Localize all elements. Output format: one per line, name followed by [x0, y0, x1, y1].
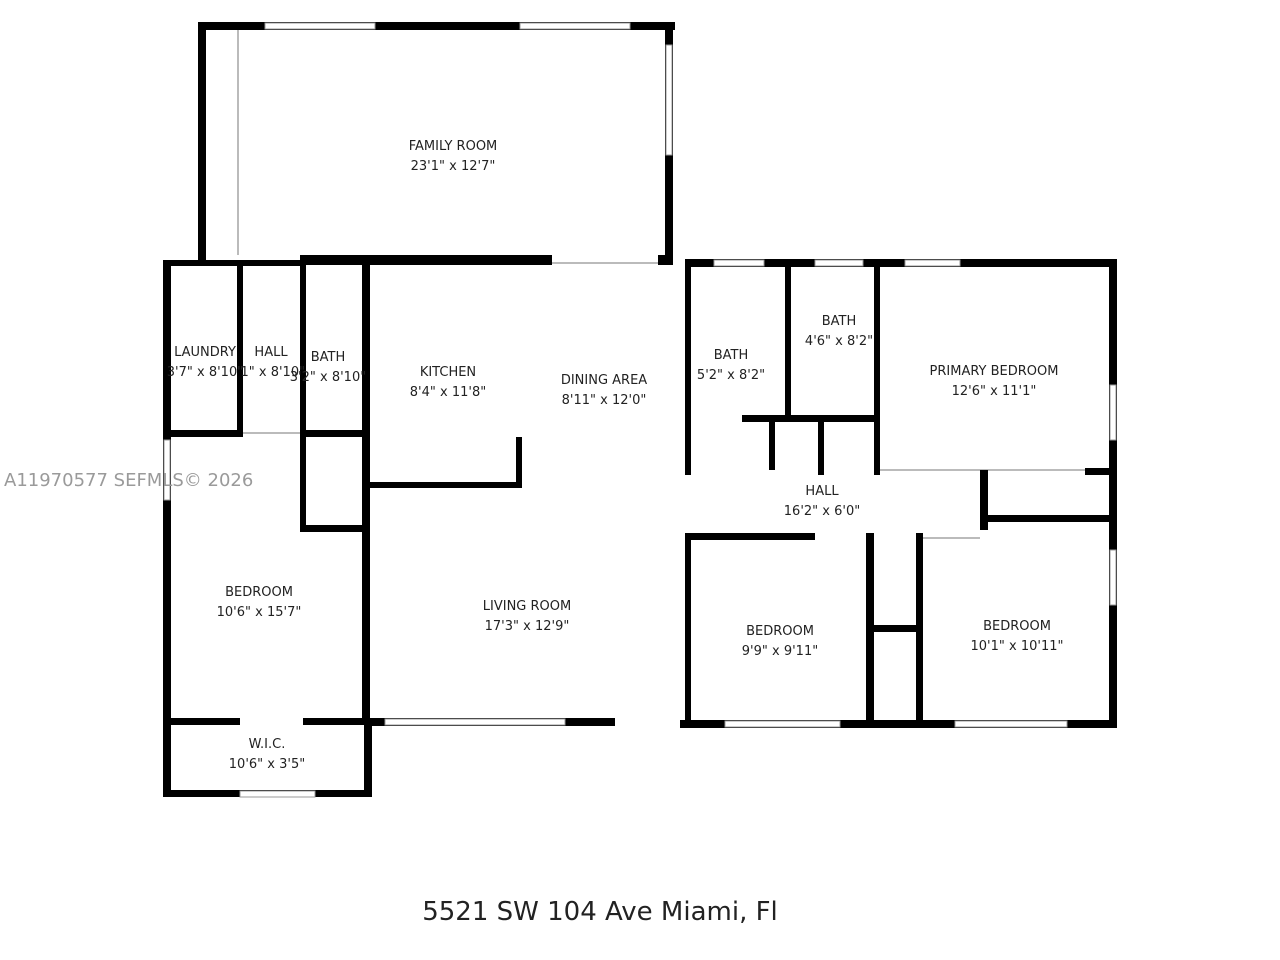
room-dims: 9'9" x 9'11": [742, 644, 818, 659]
room-name: BATH: [311, 350, 346, 365]
room-dims: 10'6" x 3'5": [229, 757, 305, 772]
room-name: W.I.C.: [249, 737, 286, 752]
room-name: FAMILY ROOM: [409, 139, 498, 154]
room-name: BEDROOM: [225, 585, 293, 600]
room-name: BATH: [714, 348, 749, 363]
room-dims: 17'3" x 12'9": [485, 619, 570, 634]
address: 5521 SW 104 Ave Miami, Fl: [422, 897, 778, 927]
room-dims: 23'1" x 12'7": [411, 159, 496, 174]
room-dims: 10'6" x 15'7": [217, 605, 302, 620]
room-name: DINING AREA: [561, 373, 647, 388]
room-dims: 12'6" x 11'1": [952, 384, 1037, 399]
room-dims: 8'4" x 11'8": [410, 385, 486, 400]
room-dims: 3'7" x 8'10": [167, 365, 243, 380]
watermark: A11970577 SEFMLS© 2026: [4, 470, 253, 491]
room-name: HALL: [805, 484, 839, 499]
room-dims: 16'2" x 6'0": [784, 504, 860, 519]
room-name: LAUNDRY: [174, 345, 236, 360]
room-dims: 3'2" x 8'10": [290, 370, 366, 385]
windows: [163, 22, 1117, 798]
room-dims: 10'1" x 10'11": [971, 639, 1064, 654]
room-name: BATH: [822, 314, 857, 329]
room-dims: '1" x 8'10": [237, 365, 305, 380]
room-name: KITCHEN: [420, 365, 476, 380]
room-name: HALL: [254, 345, 288, 360]
room-name: BEDROOM: [746, 624, 814, 639]
walls: [163, 22, 1117, 797]
room-dims: 8'11" x 12'0": [562, 393, 647, 408]
room-dims: 4'6" x 8'2": [805, 334, 873, 349]
room-name: PRIMARY BEDROOM: [930, 364, 1059, 379]
room-labels: FAMILY ROOM 23'1" x 12'7" LAUNDRY 3'7" x…: [167, 139, 1064, 772]
room-dims: 5'2" x 8'2": [697, 368, 765, 383]
room-name: LIVING ROOM: [483, 599, 571, 614]
room-name: BEDROOM: [983, 619, 1051, 634]
